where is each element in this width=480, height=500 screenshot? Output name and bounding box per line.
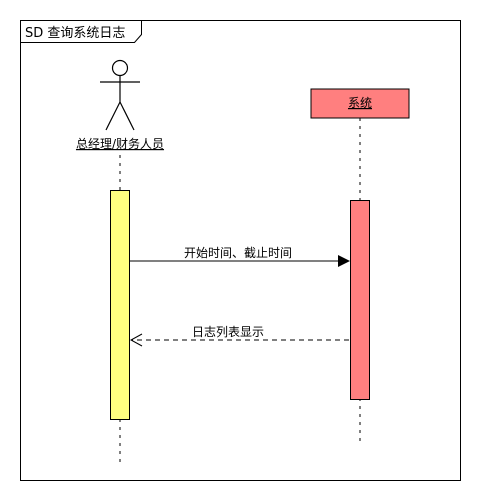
frame-title-tab (20, 20, 142, 43)
diagram-frame (20, 20, 461, 481)
frame-title: SD 查询系统日志 (25, 26, 125, 41)
system-activation-bar (350, 200, 370, 400)
message-label-request: 开始时间、截止时间 (184, 246, 292, 260)
open-arrowhead-icon (129, 333, 143, 347)
actor-activation-bar (110, 190, 130, 420)
message-label-return: 日志列表显示 (192, 325, 264, 339)
system-label: 系统 (348, 96, 372, 110)
filled-arrowhead-icon (338, 255, 350, 267)
actor-label: 总经理/财务人员 (76, 136, 164, 151)
system-participant-box[interactable] (310, 88, 410, 119)
actor-stick-figure-icon (100, 59, 140, 131)
